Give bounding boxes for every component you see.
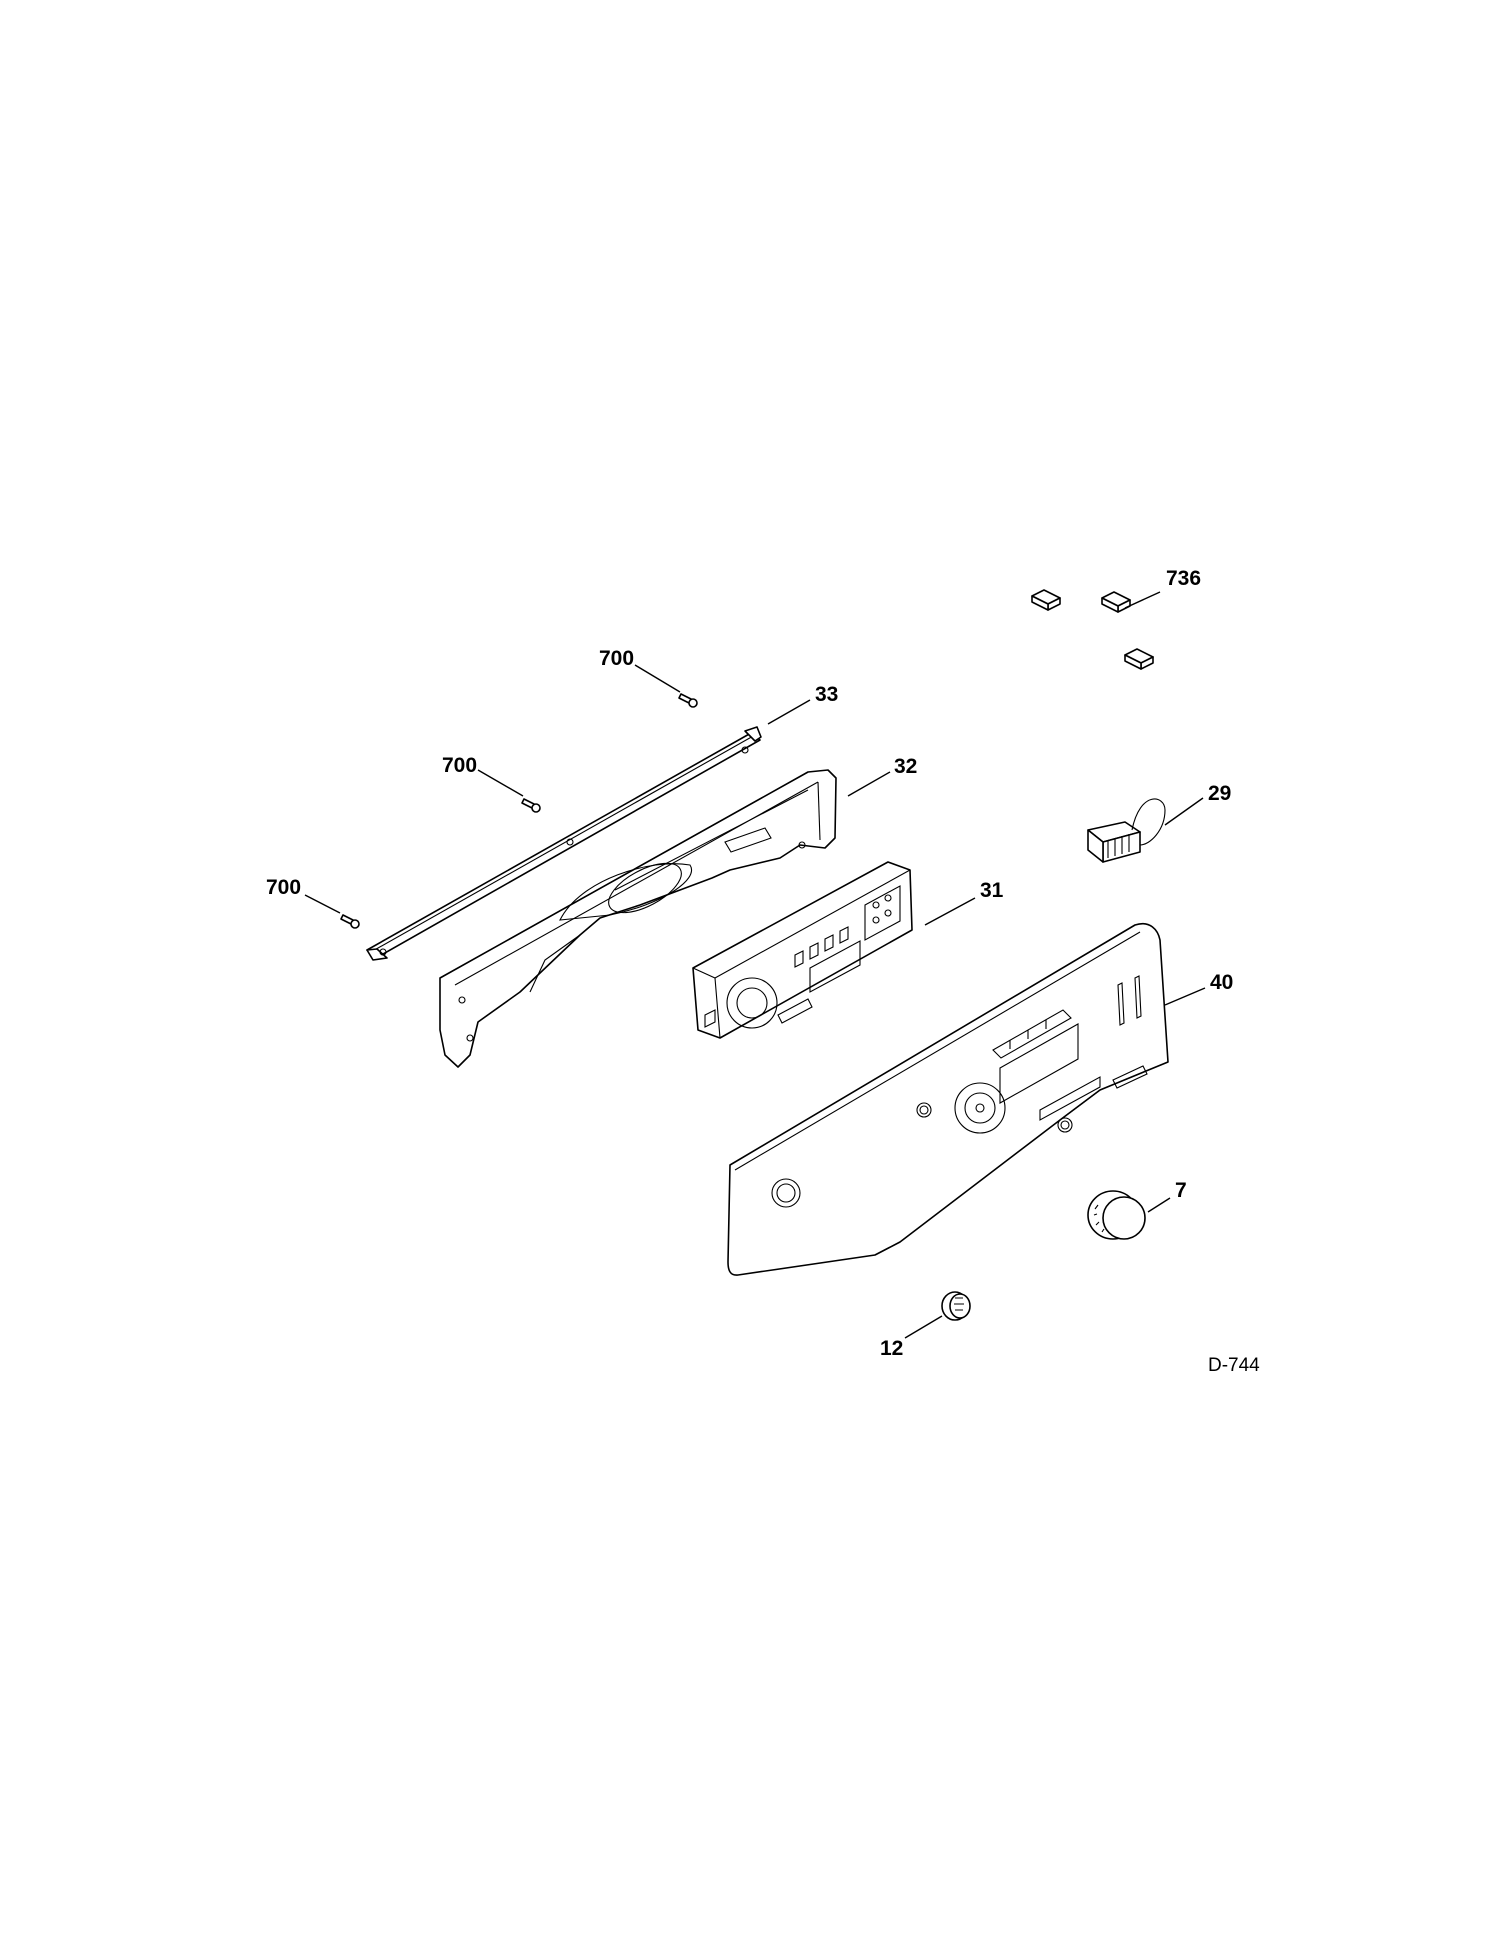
control-panel-front <box>727 922 1169 1276</box>
leader-7 <box>1147 1197 1171 1213</box>
leader-31 <box>924 897 976 926</box>
leader-700c <box>304 894 341 914</box>
leader-736 <box>1124 591 1161 609</box>
callout-700-top: 700 <box>599 647 635 670</box>
leader-32 <box>847 771 891 797</box>
wire-harness-icon <box>1087 798 1166 863</box>
leader-12 <box>904 1315 943 1339</box>
control-panel-bracket <box>439 769 837 1068</box>
trim-strip <box>366 726 762 961</box>
diagram-code: D-744 <box>1208 1355 1260 1376</box>
callout-40: 40 <box>1210 971 1234 994</box>
screw-icon <box>678 693 698 708</box>
screw-icon <box>340 914 360 929</box>
leader-700a <box>634 664 681 693</box>
clip-icon <box>1124 648 1154 670</box>
callout-700-bottom: 700 <box>266 876 302 899</box>
callout-12: 12 <box>880 1337 904 1360</box>
button-icon <box>992 1009 1079 1104</box>
callout-7: 7 <box>1175 1179 1187 1202</box>
callout-736: 736 <box>1166 567 1202 590</box>
button-icon <box>941 1291 971 1321</box>
screw-icon <box>521 798 541 813</box>
clip-icon <box>1031 589 1061 611</box>
callout-700-middle: 700 <box>442 754 478 777</box>
control-board <box>692 861 913 1039</box>
callout-32: 32 <box>894 755 918 778</box>
leader-33 <box>767 699 811 725</box>
callout-29: 29 <box>1208 782 1232 805</box>
callout-31: 31 <box>980 879 1004 902</box>
clip-icon <box>1101 591 1131 613</box>
leader-40 <box>1164 987 1206 1006</box>
leader-700b <box>477 769 524 797</box>
callout-33: 33 <box>815 683 839 706</box>
leader-29 <box>1164 797 1204 826</box>
knob-icon <box>1087 1190 1146 1240</box>
